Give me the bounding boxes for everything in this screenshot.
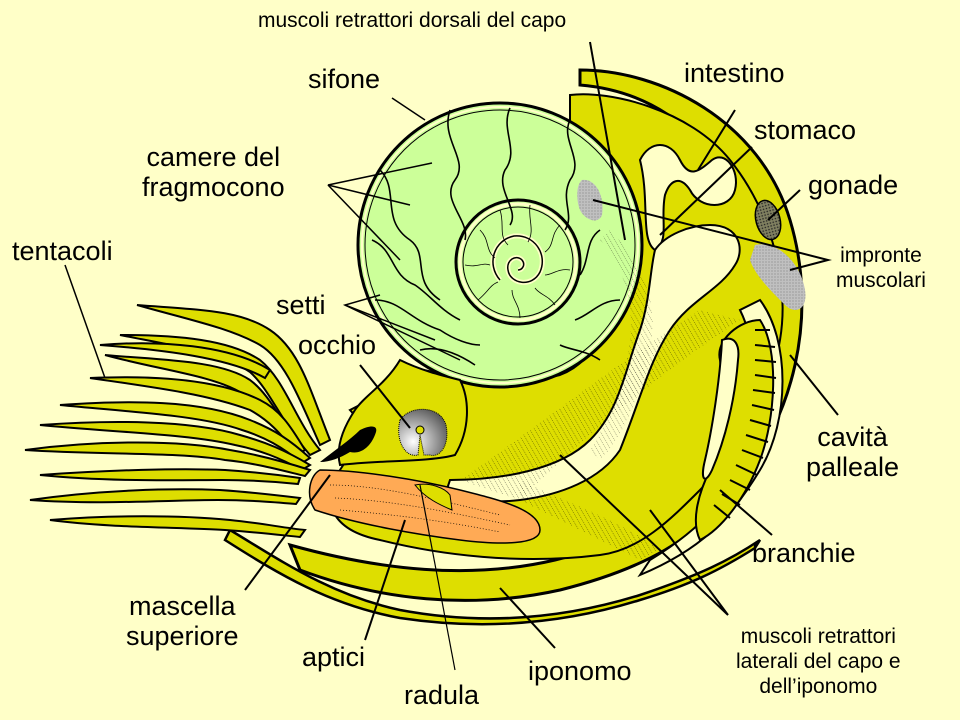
- label-branchie: branchie: [752, 538, 856, 568]
- label-muscoli-laterali-line1: muscoli retrattori: [740, 625, 896, 648]
- leader-impronte: [592, 199, 832, 271]
- label-gonade: gonade: [808, 170, 899, 200]
- label-occhio: occhio: [298, 330, 377, 360]
- label-iponomo: iponomo: [528, 656, 632, 686]
- leader-sifone: [391, 97, 426, 121]
- lateral-retractor-muscles: [460, 310, 740, 500]
- gill-slit: [702, 337, 740, 480]
- leader-lines: [64, 41, 839, 671]
- label-camere-line2: fragmocono: [142, 172, 285, 202]
- label-setti: setti: [276, 290, 326, 320]
- leader-intestino: [697, 109, 736, 171]
- label-mascella: mascella superiore: [126, 591, 239, 651]
- label-muscoli-laterali-line3: dell’iponomo: [759, 675, 878, 698]
- label-camere-line1: camere del: [146, 142, 281, 172]
- hyponome: [223, 528, 762, 626]
- label-mascella-line2: superiore: [126, 621, 239, 651]
- septa: [371, 107, 621, 366]
- leader-aptici: [364, 519, 406, 641]
- muscle-scar-lower: [750, 244, 806, 310]
- gill-lamellae: [713, 329, 777, 519]
- label-muscoli-dorsali: muscoli retrattori dorsali del capo: [258, 9, 567, 32]
- leader-iponomo: [499, 587, 556, 649]
- label-sifone: sifone: [308, 64, 381, 94]
- label-muscoli-laterali: muscoli retrattori laterali del capo e d…: [736, 624, 901, 699]
- leader-tentacoli: [64, 264, 106, 379]
- leader-gonade: [767, 189, 801, 221]
- tentacles: [24, 304, 332, 539]
- label-impronte-line2: muscolari: [836, 269, 926, 292]
- label-impronte: impronte muscolari: [836, 243, 926, 293]
- leader-occhio: [359, 364, 411, 429]
- leader-radula: [419, 484, 456, 671]
- upper-jaw: [320, 426, 377, 462]
- label-camere: camere del fragmocono: [142, 142, 285, 202]
- label-stomaco: stomaco: [754, 115, 857, 145]
- aptychi-growth-lines: [329, 484, 511, 533]
- label-cavita-line1: cavità: [817, 422, 888, 452]
- inner-whorl: [454, 198, 582, 326]
- label-tentacoli: tentacoli: [12, 236, 113, 266]
- inner-septa: [464, 204, 571, 319]
- label-muscoli-laterali-line2: laterali del capo e: [736, 650, 901, 673]
- aptychi: [308, 469, 541, 544]
- leader-mascella: [244, 474, 331, 591]
- label-cavita: cavità palleale: [806, 422, 899, 482]
- label-mascella-line1: mascella: [129, 591, 236, 621]
- label-impronte-line1: impronte: [840, 244, 922, 267]
- leader-cavita: [789, 354, 839, 416]
- label-radula: radula: [404, 680, 480, 710]
- muscle-scar-upper: [577, 179, 603, 221]
- radula-area: [414, 483, 453, 511]
- label-cavita-line2: palleale: [806, 452, 900, 482]
- leader-branchie: [719, 489, 773, 536]
- label-aptici: aptici: [302, 642, 366, 672]
- label-intestino: intestino: [684, 58, 785, 88]
- leader-muscoli-laterali: [559, 454, 729, 616]
